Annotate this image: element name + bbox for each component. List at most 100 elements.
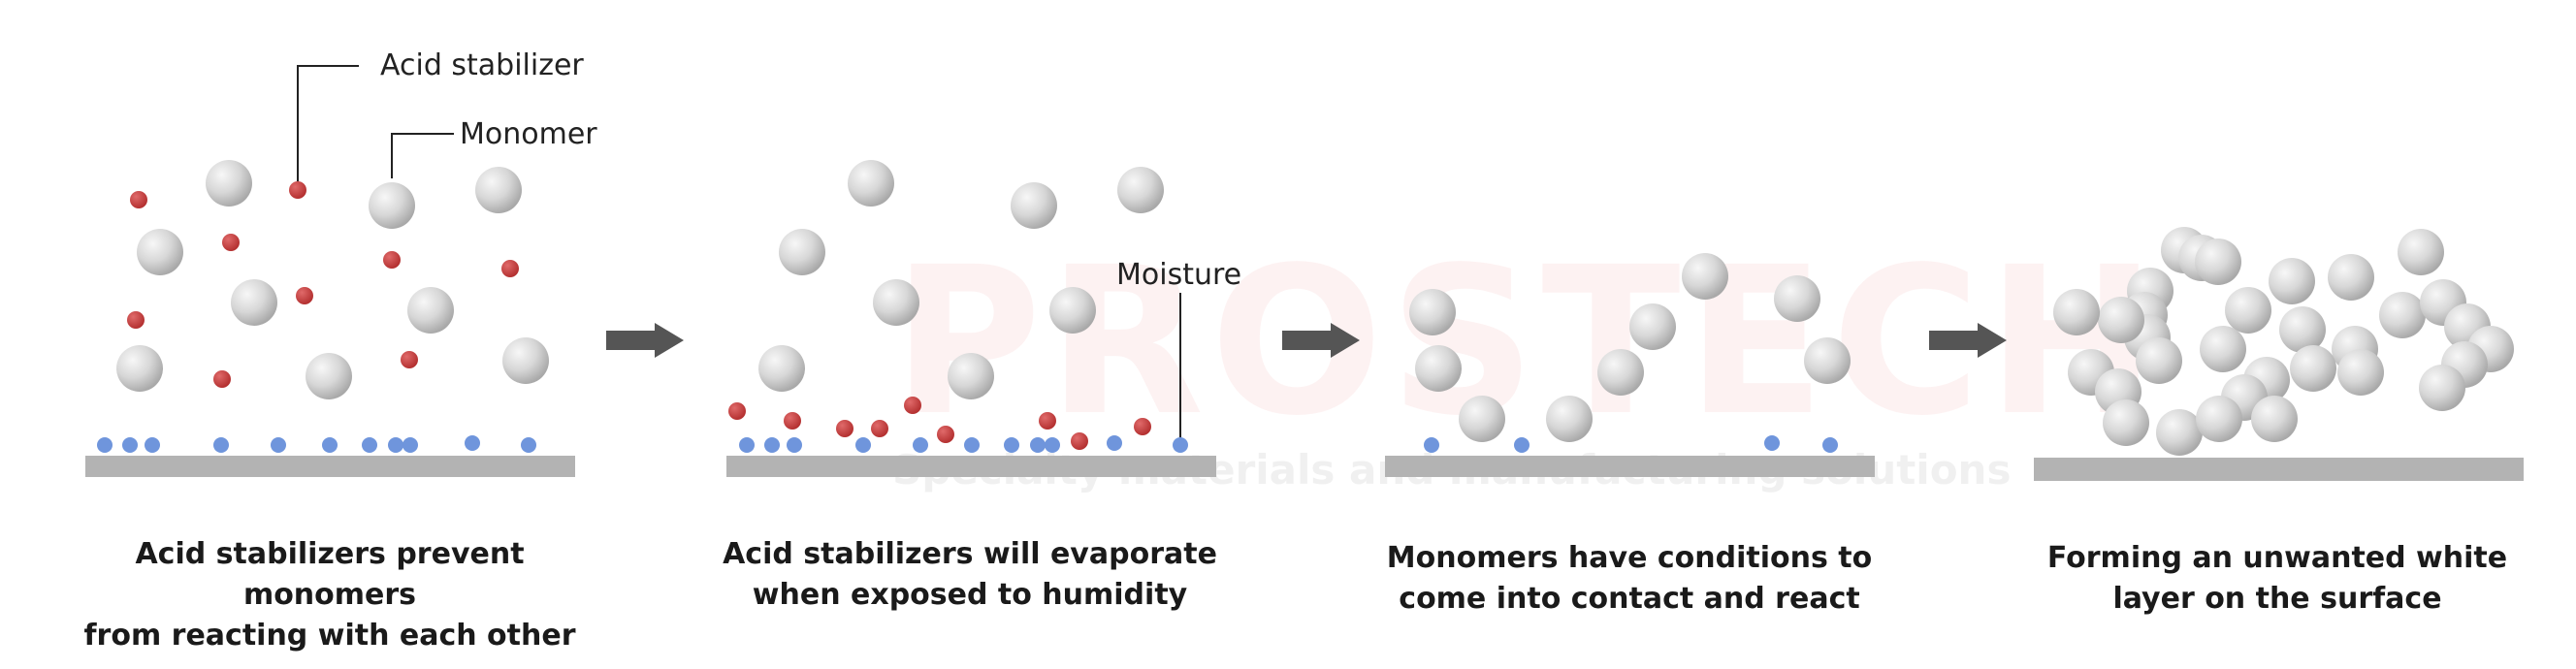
monomer-particle [758, 345, 805, 392]
acid-stabilizer-particle [1039, 412, 1056, 430]
surface-2 [726, 456, 1216, 477]
moisture-particle [913, 437, 928, 453]
moisture-particle [521, 437, 536, 453]
monomer-particle [873, 279, 919, 326]
monomer-particle [306, 353, 352, 399]
acid-stabilizer-particle [1071, 432, 1088, 450]
moisture-particle [271, 437, 286, 453]
monomer-leader [391, 133, 454, 178]
monomer-particle [137, 229, 183, 275]
moisture-particle [764, 437, 780, 453]
moisture-particle [213, 437, 229, 453]
moisture-particle [1822, 437, 1838, 453]
acid-stabilizer-particle [904, 397, 921, 414]
acid-stabilizer-particle [130, 191, 147, 208]
moisture-particle [855, 437, 871, 453]
caption-step-2-line-2: when exposed to humidity [752, 578, 1188, 612]
surface-3 [1385, 456, 1875, 477]
monomer-particle [1804, 337, 1851, 384]
moisture-particle [964, 437, 980, 453]
monomer-particle [848, 160, 894, 207]
surface-4 [2034, 458, 2524, 481]
acid-stabilizer-particle [937, 426, 954, 443]
monomer-particle [2279, 306, 2326, 353]
moisture-particle [322, 437, 338, 453]
monomer-particle [2269, 258, 2315, 304]
caption-step-4: Forming an unwanted white layer on the s… [2006, 538, 2549, 620]
acid-stabilizer-particle [871, 420, 888, 437]
monomer-particle [2379, 292, 2426, 338]
monomer-particle [475, 167, 522, 213]
monomer-particle [1049, 287, 1096, 334]
moisture-particle [145, 437, 160, 453]
monomer-label: Monomer [460, 117, 597, 151]
acid-stabilizer-particle [1134, 418, 1151, 435]
monomer-particle [1682, 253, 1728, 300]
monomer-particle [2200, 326, 2246, 372]
monomer-particle [502, 337, 549, 384]
monomer-particle [2098, 297, 2144, 343]
caption-step-2: Acid stabilizers will evaporate when exp… [698, 534, 1241, 616]
monomer-particle [2337, 349, 2384, 396]
moisture-particle [388, 437, 403, 453]
monomer-particle [2225, 287, 2271, 334]
monomer-particle [779, 229, 825, 275]
acid-stabilizer-particle [836, 420, 853, 437]
monomer-particle [2398, 229, 2444, 275]
caption-step-1: Acid stabilizers prevent monomers from r… [58, 534, 601, 656]
monomer-particle [369, 182, 415, 229]
acid-stabilizer-particle [296, 287, 313, 304]
moisture-particle [1107, 435, 1122, 451]
panel-4 [2053, 227, 2514, 456]
monomer-particle [206, 160, 252, 207]
acid-stabilizer-particle [383, 251, 401, 269]
caption-step-3-line-2: come into contact and react [1399, 582, 1860, 616]
moisture-particle [1030, 437, 1046, 453]
monomer-particle [1774, 275, 1820, 322]
monomer-particle [1629, 303, 1676, 350]
moisture-particle [97, 437, 113, 453]
caption-step-3: Monomers have conditions to come into co… [1358, 538, 1901, 620]
caption-step-2-line-1: Acid stabilizers will evaporate [723, 537, 1217, 571]
moisture-particle [362, 437, 377, 453]
moisture-particle [1764, 435, 1780, 451]
moisture-particle [787, 437, 802, 453]
monomer-particle [2328, 254, 2374, 301]
caption-step-4-line-1: Forming an unwanted white [2046, 541, 2508, 575]
acid-stabilizer-particle [127, 311, 145, 329]
acid-stabilizer-particle [401, 351, 418, 368]
monomer-particle [1011, 182, 1057, 229]
moisture-particle [1424, 437, 1439, 453]
acid-stabilizer-leader [297, 65, 359, 190]
monomer-particle [2195, 239, 2241, 285]
monomer-particle [1415, 345, 1462, 392]
acid-stabilizer-particle [501, 260, 519, 277]
arrow-2 [1282, 323, 1360, 358]
monomer-particle [1546, 396, 1593, 442]
arrow-1 [606, 323, 684, 358]
moisture-label: Moisture [1116, 258, 1242, 292]
caption-step-3-line-1: Monomers have conditions to [1386, 541, 1873, 575]
monomer-particle [2290, 345, 2336, 392]
monomer-particle [2156, 409, 2203, 456]
monomer-particle [1459, 396, 1505, 442]
monomer-particle [2196, 396, 2242, 442]
moisture-particle [1514, 437, 1530, 453]
monomer-particle [948, 353, 994, 399]
monomer-particle [1597, 349, 1644, 396]
acid-stabilizer-particle [784, 412, 801, 430]
monomer-particle [2103, 399, 2149, 446]
surface-1 [85, 456, 575, 477]
acid-stabilizer-particle [289, 181, 306, 199]
moisture-particle [1004, 437, 1019, 453]
monomer-particle [2136, 337, 2182, 384]
acid-stabilizer-label: Acid stabilizer [380, 48, 584, 82]
monomer-particle [231, 279, 277, 326]
caption-step-4-line-2: layer on the surface [2112, 582, 2442, 616]
panel-3 [1409, 253, 1851, 453]
monomer-particle [2053, 289, 2100, 335]
acid-stabilizer-particle [213, 370, 231, 388]
moisture-particle [122, 437, 138, 453]
monomer-particle [1409, 289, 1456, 335]
